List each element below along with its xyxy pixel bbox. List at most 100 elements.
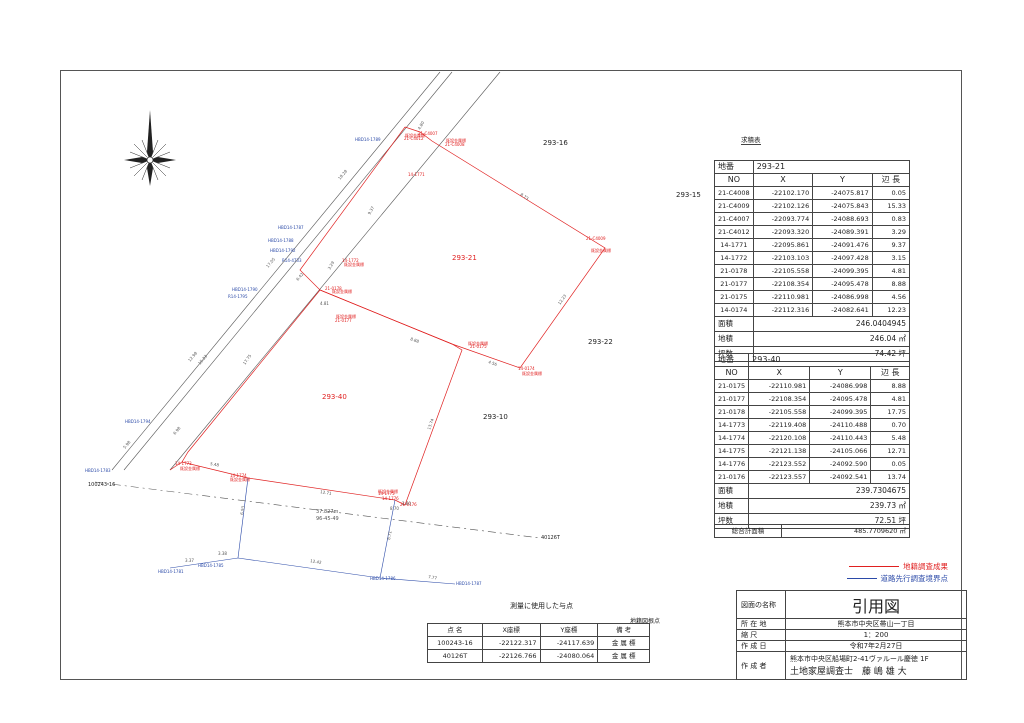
title-label: 作 成 者 (736, 651, 786, 680)
column-header: NO (714, 173, 754, 187)
compass-rose-icon (124, 110, 176, 186)
table-cell: -24099.395 (809, 405, 872, 419)
table-cell: -24086.998 (812, 290, 873, 304)
survey-point-label: 14-0174 (518, 366, 535, 371)
marker-label: 既設金属標 (522, 370, 542, 376)
survey-point-label: 14-1773 (175, 461, 192, 466)
column-header: Y (809, 366, 872, 380)
table-cell: 4.81 (870, 392, 910, 406)
table-cell: -24105.066 (809, 444, 872, 458)
table-cell: 12.71 (870, 444, 910, 458)
table-cell: -22102.126 (752, 199, 814, 213)
road-point-label: HBD14-1785 (198, 563, 224, 568)
table-cell: 100243-16 (427, 636, 483, 650)
table-cell: -22103.103 (752, 251, 814, 265)
marker-label: 既設金属標 (230, 476, 250, 482)
table-cell: 3.15 (871, 251, 911, 265)
table-cell: -24080.064 (539, 649, 599, 663)
table-cell: -24075.817 (812, 186, 873, 200)
control-point-label: 40126T (541, 535, 561, 541)
road-point-label: R14-1795 (228, 294, 248, 299)
table-cell: -24117.639 (539, 636, 599, 650)
table-cell: 40126T (427, 649, 483, 663)
figure-title: 引用図 (785, 590, 967, 619)
lot-label: 293-22 (588, 338, 613, 346)
title-label: 作 成 日 (736, 640, 786, 652)
table-cell: 21-0178 (714, 264, 754, 278)
table-cell: -24092.541 (809, 470, 872, 484)
legend-swatch-red (849, 565, 899, 567)
road-point-label: HBD14-1788 (268, 238, 294, 243)
lot-293-21-boundary (299, 126, 606, 369)
table-label: 地番 (713, 353, 750, 367)
table-value: 246.04 ㎡ (752, 331, 911, 347)
survey-point-label: 14-1776 (382, 496, 399, 501)
legend-swatch-blue (846, 577, 877, 579)
road-point-label: HBD14-1787 (278, 225, 304, 230)
table-cell: -24082.641 (812, 303, 873, 317)
title-label: 所 在 地 (736, 618, 786, 630)
survey-point-label: 21-C4009 (586, 236, 606, 241)
table-cell: -22095.861 (752, 238, 814, 252)
marker-label: 既設金属標 (591, 247, 611, 253)
table-value: 239.7304675 (748, 483, 910, 499)
column-header: 辺 長 (870, 366, 910, 380)
column-header: Y座標 (539, 623, 599, 637)
distance-label: 5.48 (210, 461, 220, 468)
survey-point-label: 14-1771 (408, 172, 425, 177)
distance-label: 6.42 (295, 271, 305, 281)
table-cell: -22123.552 (748, 457, 811, 471)
table-cell: -24097.428 (812, 251, 873, 265)
table-cell: -24091.476 (812, 238, 873, 252)
table-cell: 17.75 (870, 405, 910, 419)
marker-label: 既設金属標 (446, 137, 466, 143)
road-point-label: HBD14-1790 (232, 287, 258, 292)
table-cell: -22121.138 (748, 444, 811, 458)
distance-label: 17.75 (242, 353, 253, 366)
distance-label: 12.23 (557, 293, 568, 306)
table-cell: 14-1775 (713, 444, 750, 458)
table-cell: 9.37 (871, 238, 911, 252)
survey-point-label: 21-C4008 (445, 142, 465, 147)
legend-item: 道路先行調査境界点 (880, 573, 949, 583)
column-header: Y (812, 173, 873, 187)
table-value: 293-21 (752, 160, 911, 174)
bearing-line (94, 481, 541, 539)
table-cell: -22122.317 (481, 636, 541, 650)
table-cell: -24095.478 (809, 392, 872, 406)
distance-label: 8.88 (410, 336, 421, 344)
table-cell: 5.48 (870, 431, 910, 445)
road-point-label: HBD14-1783 (85, 468, 111, 473)
bearing-distance-label: 37.827m (316, 509, 338, 515)
lot-293-40-boundary (169, 289, 463, 506)
areas-caption: 求積表 (741, 136, 761, 145)
control-point-label: 100243-16 (88, 482, 115, 488)
total-area-table: 総合計面積 485.7709620 ㎡ (714, 524, 910, 538)
table-cell: 金 属 標 (597, 649, 650, 663)
table-cell: -24110.488 (809, 418, 872, 432)
road-point-label: HBD14-1789 (355, 137, 381, 142)
road-point-label: HBD14-1792 (270, 248, 296, 253)
lot-label: 293-16 (543, 139, 568, 147)
distance-label: 9.37 (367, 205, 376, 216)
table-cell: 13.74 (870, 470, 910, 484)
table-cell: 0.05 (871, 186, 911, 200)
control-points-table: 点 名 X座標 Y座標 備 考 100243-16-22122.317-2411… (427, 623, 650, 663)
legend-item: 地籍調査成果 (903, 561, 948, 571)
table-cell: -22110.981 (752, 290, 814, 304)
lot-label: 293-15 (676, 191, 701, 199)
table-cell: 21-0175 (713, 379, 750, 393)
lot-label: 293-21 (452, 254, 477, 262)
table-cell: -24110.443 (809, 431, 872, 445)
table-cell: -24092.590 (809, 457, 872, 471)
survey-point-label: 21-0176 (400, 502, 417, 507)
area-table-293-40: 地番 293-40 NO X Y 辺 長 21-0175-22110.981-2… (713, 353, 910, 529)
road-survey-traverse (169, 477, 456, 585)
table-cell: 14-1771 (714, 238, 754, 252)
survey-point-label: 21-0175 (470, 344, 487, 349)
